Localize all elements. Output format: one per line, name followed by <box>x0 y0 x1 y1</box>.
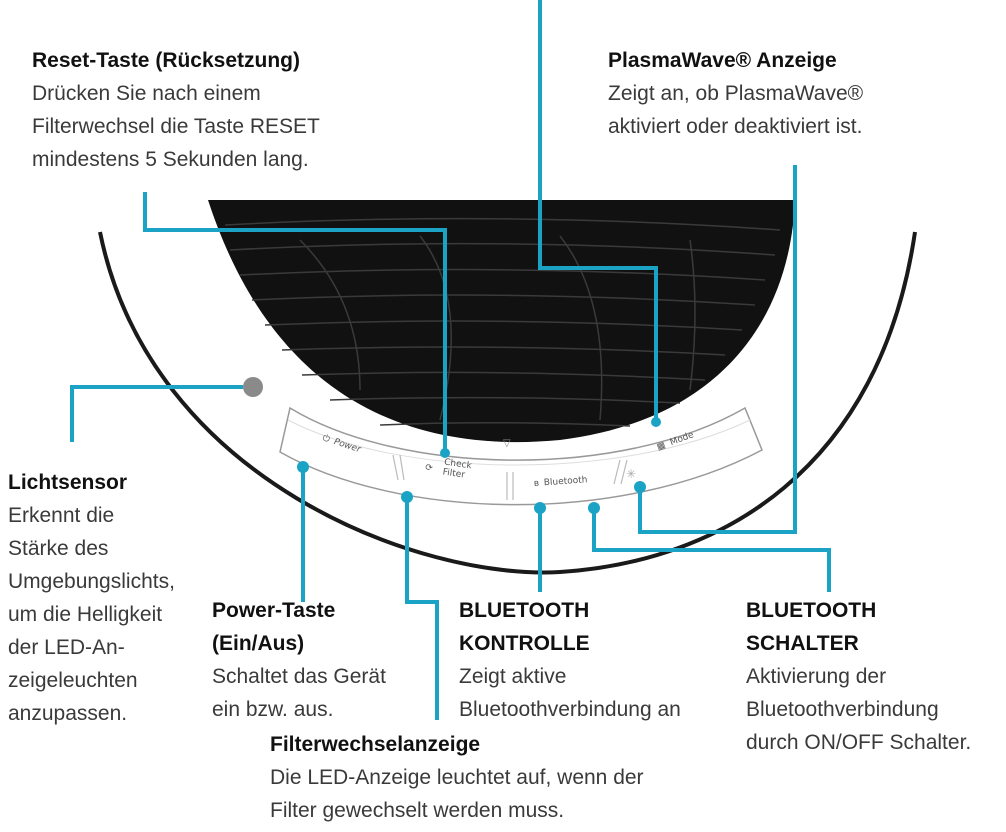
reset-title: Reset-Taste (Rücksetzung) <box>32 49 300 72</box>
callout-power: Power-Taste (Ein/Aus) Schaltet das Gerät… <box>212 594 412 726</box>
device-shell-outline <box>98 231 917 575</box>
power-desc: Schaltet das Gerät ein bzw. aus. <box>212 665 386 721</box>
filter-label: Filter <box>442 467 466 480</box>
bt-switch-leader <box>592 508 831 592</box>
arrow-marker: ▽ <box>503 438 511 449</box>
plasmawave-leader <box>538 0 658 422</box>
filter-desc: Die LED-Anzeige leuchtet auf, wenn der F… <box>270 766 644 822</box>
reset-leader <box>143 192 447 453</box>
panel-inner-border <box>287 419 751 466</box>
lichtsensor-title: Lichtsensor <box>8 471 128 494</box>
bluetooth-label: Bluetooth <box>543 475 587 488</box>
power-icon: ⏻ <box>321 432 331 445</box>
callout-bt-kontrolle: BLUETOOTH KONTROLLE Zeigt aktive Bluetoo… <box>459 594 749 726</box>
panel-separators <box>392 454 628 500</box>
plasmawave-desc: Zeigt an, ob PlasmaWave® aktiviert oder … <box>608 82 864 138</box>
callout-plasmawave: PlasmaWave® Anzeige Zeigt an, ob PlasmaW… <box>608 44 988 143</box>
bt-kontrolle-desc: Zeigt aktive Bluetoothverbindung an <box>459 665 681 721</box>
filter-title: Filterwechselanzeige <box>270 733 481 756</box>
light-sensor <box>243 377 263 397</box>
plasmawave-title: PlasmaWave® Anzeige <box>608 49 837 72</box>
bt-schalter-title: BLUETOOTH SCHALTER <box>746 599 877 655</box>
leader-lines <box>70 0 831 720</box>
bt-kontrolle-title: BLUETOOTH KONTROLLE <box>459 599 590 655</box>
lichtsensor-leader <box>70 385 243 442</box>
plasmawave-icon: ▦ <box>656 441 667 453</box>
callout-bt-schalter: BLUETOOTH SCHALTER Aktivierung der Bluet… <box>746 594 1004 759</box>
mode-leader <box>638 165 797 534</box>
power-title: Power-Taste (Ein/Aus) <box>212 599 336 655</box>
callout-filter: Filterwechselanzeige Die LED-Anzeige leu… <box>270 728 750 827</box>
plasmawave-led-icon: ✳ <box>626 467 636 481</box>
reset-desc: Drücken Sie nach einem Filterwechsel die… <box>32 82 320 171</box>
check-label: Check <box>443 458 473 472</box>
callout-lichtsensor: Lichtsensor Erkennt die Stärke des Umgeb… <box>8 466 208 730</box>
callout-reset: Reset-Taste (Rücksetzung) Drücken Sie na… <box>32 44 412 176</box>
lichtsensor-desc: Erkennt die Stärke des Umgebungslichts, … <box>8 504 175 725</box>
bt-schalter-desc: Aktivierung der Bluetoothverbindung durc… <box>746 665 972 754</box>
filter-icon: ⟳ <box>424 463 433 474</box>
bluetooth-button[interactable]: ʙ Bluetooth <box>534 475 588 489</box>
filter-leader <box>405 497 439 720</box>
check-filter-button[interactable]: ⟳ Check Filter <box>424 455 473 481</box>
bluetooth-icon: ʙ <box>534 479 540 489</box>
